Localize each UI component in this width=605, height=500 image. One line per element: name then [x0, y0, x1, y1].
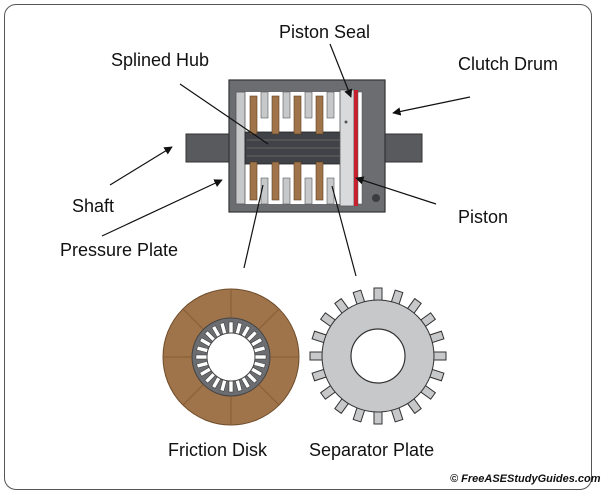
- diagram-frame: [4, 4, 592, 490]
- piston-seal: [354, 90, 358, 206]
- label-piston-seal: Piston Seal: [279, 22, 371, 42]
- friction-disk-upper-2: [271, 95, 280, 135]
- copyright-notice: © FreeASEStudyGuides.com: [450, 473, 601, 485]
- apply-chamber: [357, 91, 363, 205]
- label-friction-disk: Friction Disk: [168, 440, 268, 460]
- piston-seal-leader: [329, 43, 353, 98]
- separator-plate-upper-2: [282, 91, 291, 119]
- friction-disk-spline: [228, 379, 234, 393]
- pressure-plate: [235, 91, 246, 205]
- separator-plate-lower-1: [260, 177, 269, 205]
- friction-disk-upper-3: [293, 95, 302, 135]
- splined-hub-leader: [179, 83, 269, 145]
- friction-disk-spline: [253, 354, 267, 360]
- piston: [339, 89, 355, 207]
- friction-disk-lower-4: [315, 161, 324, 201]
- piston-detail-dot: [344, 120, 348, 124]
- separator-plate-upper-3: [304, 91, 313, 119]
- label-piston: Piston: [458, 207, 509, 227]
- label-clutch-drum: Clutch Drum: [458, 54, 559, 74]
- drum-bleed-hole: [372, 194, 380, 202]
- label-pressure-plate: Pressure Plate: [60, 240, 179, 260]
- friction-disk-upper-4: [315, 95, 324, 135]
- clutch-drum-leader: [392, 96, 471, 116]
- pressure-plate-leader: [101, 179, 223, 237]
- separator-plate-lower-4: [326, 177, 335, 205]
- label-separator-plate: Separator Plate: [309, 440, 435, 460]
- friction-disk-upper-1: [249, 95, 258, 135]
- friction-disk-spline: [195, 354, 209, 360]
- friction-disk-spline: [228, 321, 234, 335]
- label-splined-hub: Splined Hub: [111, 50, 210, 70]
- separator-plate-leader: [331, 185, 357, 277]
- separator-plate-upper-4: [326, 91, 335, 119]
- separator-plate-illustration: [309, 287, 447, 425]
- friction-disk-lower-2: [271, 161, 280, 201]
- friction-disk-lower-1: [249, 161, 258, 201]
- friction-disk-illustration: [162, 288, 300, 426]
- separator-plate-lower-3: [304, 177, 313, 205]
- piston-leader: [355, 176, 437, 205]
- label-shaft: Shaft: [72, 196, 115, 216]
- friction-disk-lower-3: [293, 161, 302, 201]
- friction-disk-leader: [243, 184, 264, 269]
- separator-plate-upper-1: [260, 91, 269, 119]
- shaft-leader: [109, 146, 173, 186]
- separator-plate-lower-2: [282, 177, 291, 205]
